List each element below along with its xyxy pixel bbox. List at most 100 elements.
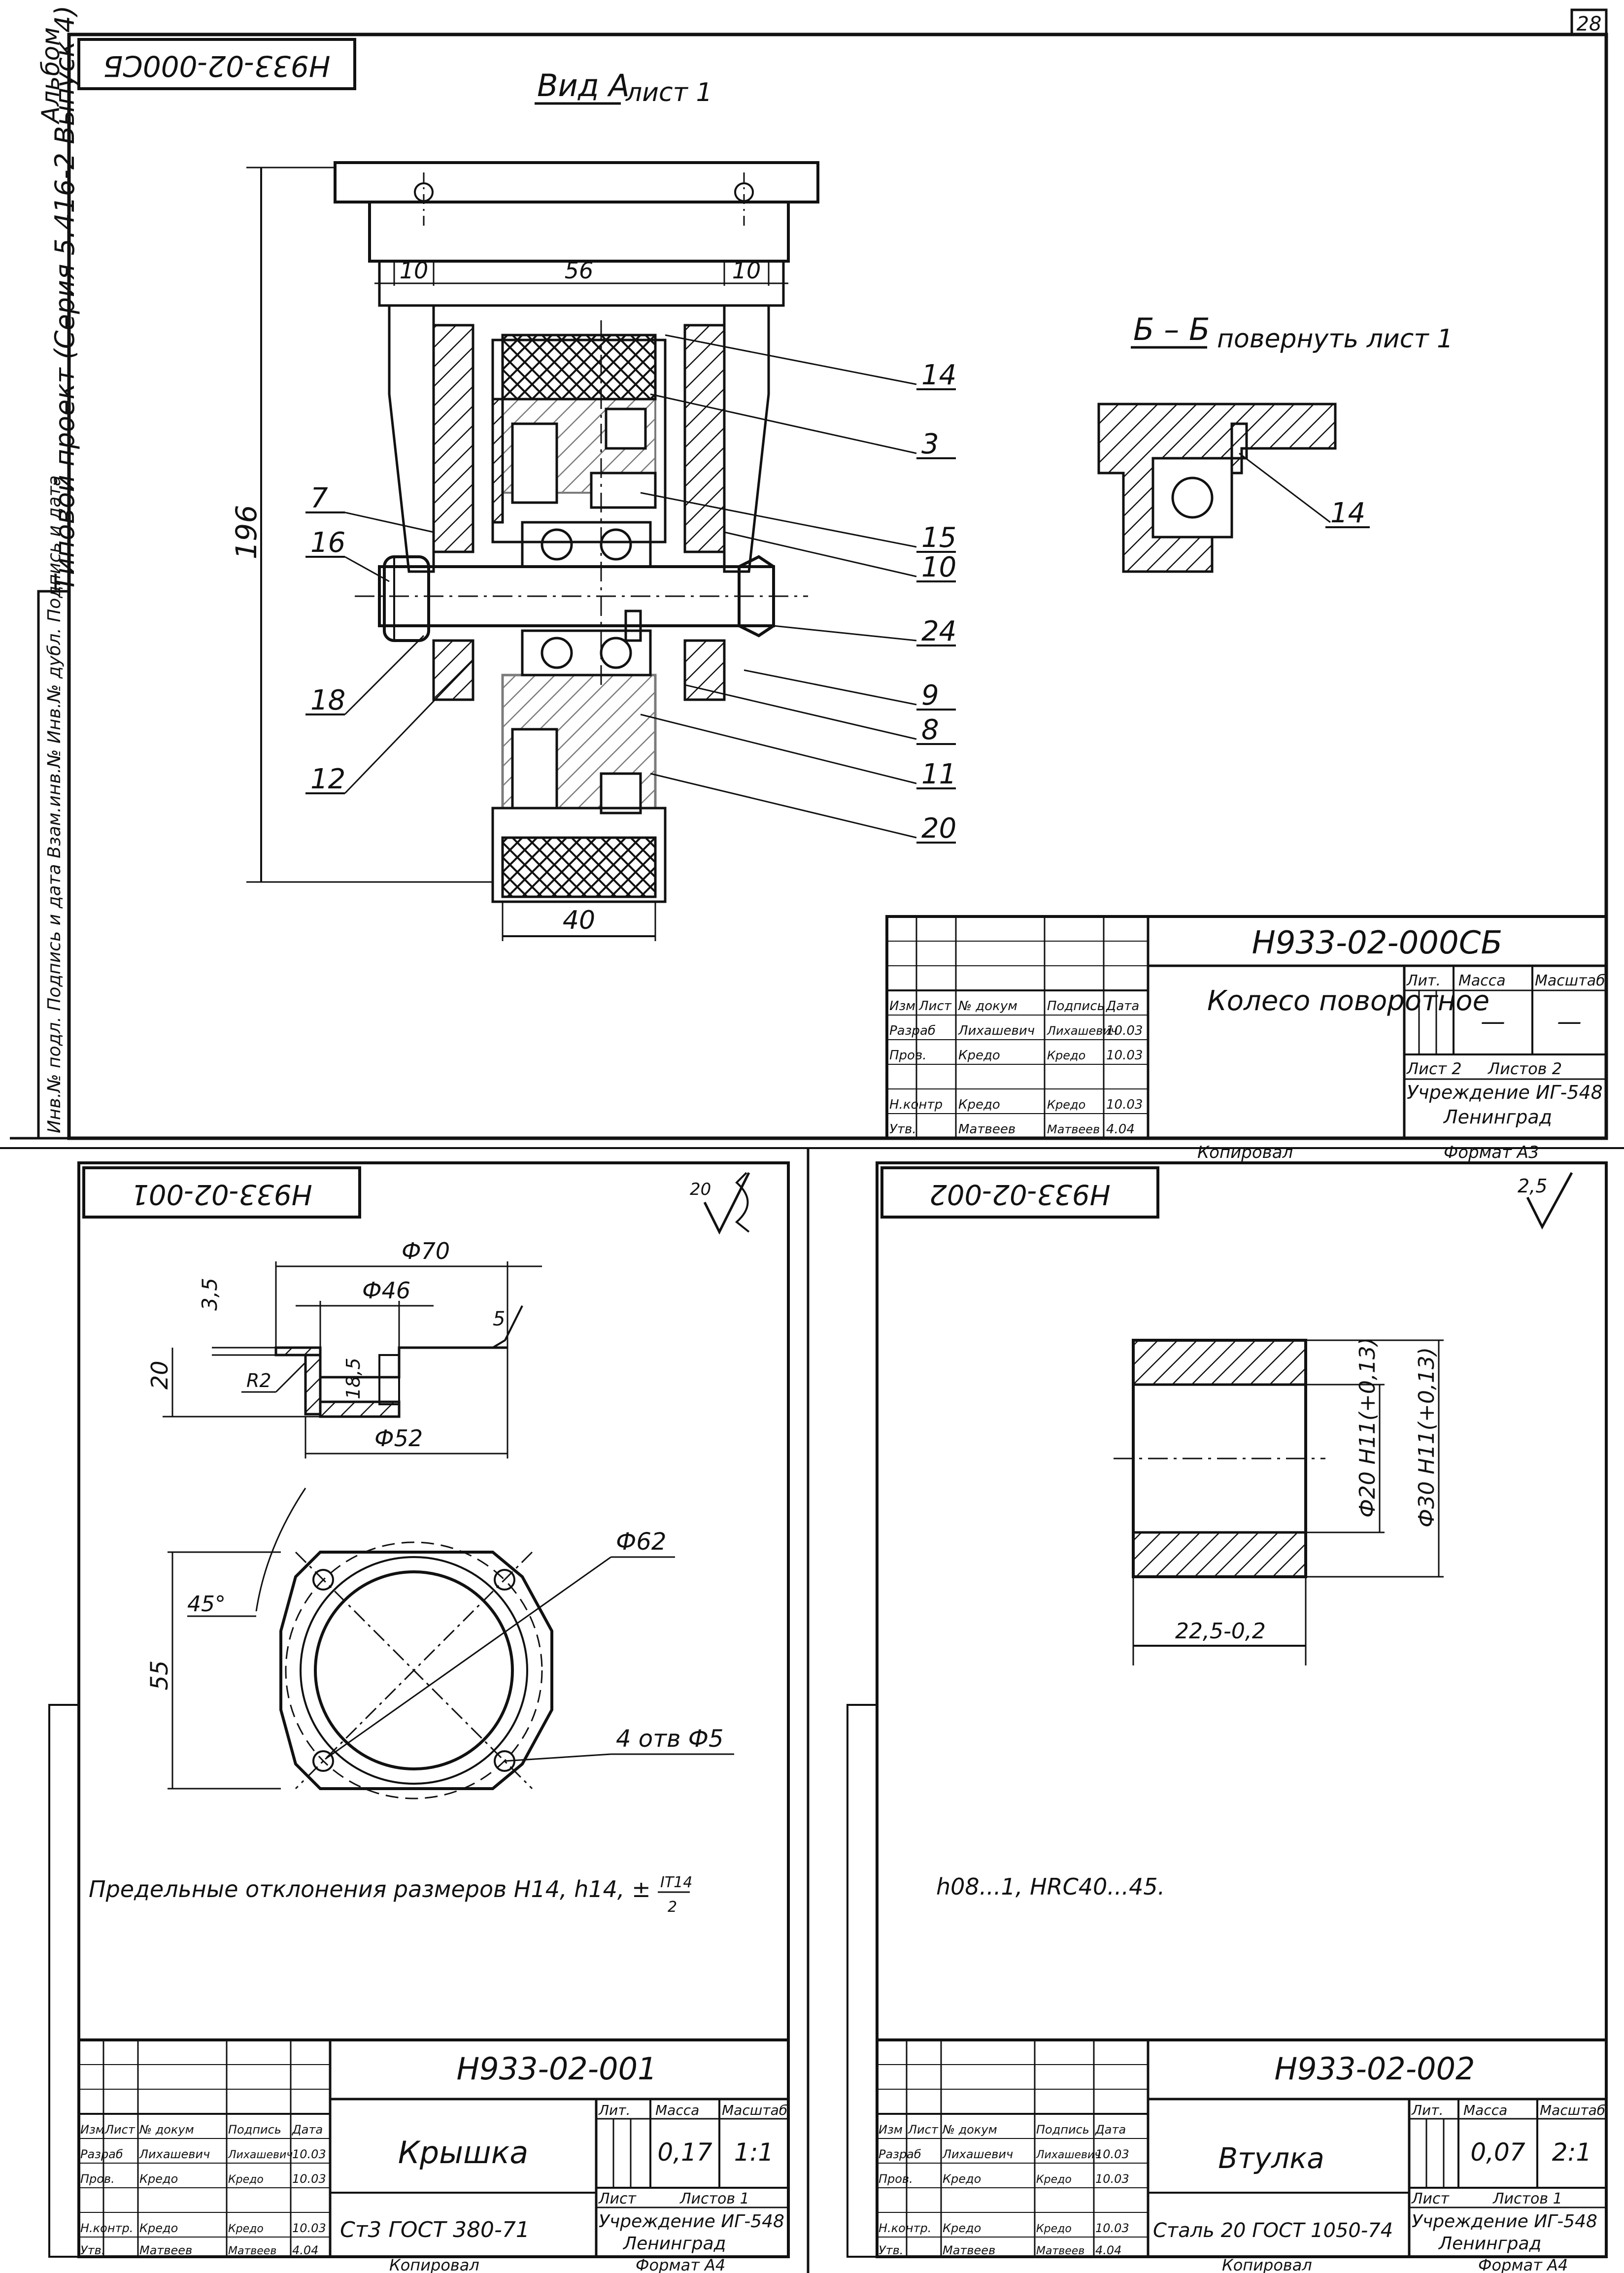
- right-sheet-frame: [876, 1161, 1608, 2258]
- left-note-den: 2: [668, 1899, 677, 1916]
- assembly-view: [334, 161, 819, 903]
- left-row-1-date: 10.03: [292, 2172, 326, 2186]
- left-city: Ленинград: [622, 2234, 726, 2254]
- view-label: Вид А: [537, 68, 630, 103]
- left-material: Ст3 ГОСТ 380-71: [340, 2217, 530, 2242]
- right-header-2: № докум: [942, 2123, 997, 2137]
- right-inventory-strip: [846, 1704, 878, 2258]
- top-header-0: Изм: [889, 999, 915, 1014]
- top-title-block: Н933-02-000СБ Колесо поворотное Изм Лист…: [885, 915, 1608, 1162]
- top-header-4: Дата: [1106, 999, 1139, 1014]
- right-scale-label: Масштаб: [1540, 2102, 1605, 2118]
- right-row-3-role: Утв.: [879, 2243, 903, 2257]
- right-sheets-label: Листов 1: [1492, 2190, 1562, 2207]
- right-row-3-name: Матвеев: [943, 2243, 995, 2257]
- callout-right-3: 15: [921, 522, 956, 554]
- left-row-2-date: 10.03: [292, 2221, 326, 2235]
- left-row-3-name: Матвеев: [139, 2243, 192, 2257]
- section-b-b: Б – Б повернуть лист 1 14: [1097, 311, 1453, 573]
- right-sheet: Н933-02-002 2,5 Ф20 H11(+0,13) Ф30 H11(+…: [846, 1161, 1608, 2273]
- callout-left-3: 18: [310, 684, 345, 716]
- top-row-3-role: Утв.: [889, 1122, 916, 1137]
- left-row-0-role: Разраб: [80, 2147, 123, 2161]
- right-row-3-sign: Матвеев: [1036, 2245, 1084, 2257]
- right-row-1-sign: Кредо: [1036, 2173, 1072, 2186]
- top-header-1: Лист: [918, 999, 952, 1014]
- top-row-1-name: Кредо: [958, 1048, 1000, 1063]
- dim-top-left: 10: [400, 257, 429, 284]
- right-row-2-role: Н.контр.: [879, 2221, 931, 2235]
- left-row-0-sign: Лихашевич: [228, 2149, 293, 2161]
- callout-right-9: 20: [921, 813, 956, 845]
- left-row-0-name: Лихашевич: [139, 2147, 210, 2161]
- dim-d62: Ф62: [616, 1528, 666, 1556]
- dim-top-mid: 56: [565, 257, 594, 284]
- left-corner-box: [82, 1166, 361, 1219]
- left-row-2-role: Н.контр.: [80, 2221, 133, 2235]
- top-mass-value: —: [1481, 1007, 1505, 1036]
- top-name: Колесо поворотное: [1207, 985, 1489, 1017]
- right-header-4: Дата: [1095, 2123, 1126, 2137]
- top-city: Ленинград: [1443, 1106, 1552, 1128]
- cover-section: Ф70 Ф46 Ф52 3,5 20 R2 18,5 5: [146, 1238, 542, 1459]
- bushing-view: Ф20 H11(+0,13) Ф30 H11(+0,13) 22,5-0,2: [1114, 1337, 1444, 1665]
- top-row-0-sign: Лихашевич: [1047, 1024, 1117, 1038]
- page-number: 28: [1577, 13, 1602, 35]
- dim-d46: Ф46: [362, 1277, 410, 1304]
- dim-top-right: 10: [732, 257, 761, 284]
- dim-h55: 55: [146, 1660, 173, 1690]
- left-row-1-role: Пров.: [80, 2172, 115, 2186]
- top-row-1-role: Пров.: [889, 1048, 927, 1063]
- dim-h20: 20: [146, 1360, 173, 1390]
- corner-code: Н933-02-000СБ: [103, 49, 331, 83]
- top-sheet: Инв.№ подл. Подпись и дата Взам.инв.№ Ин…: [10, 5, 1608, 1162]
- top-sheet-frame: [67, 33, 1608, 1140]
- right-mass-value: 0,07: [1470, 2138, 1525, 2167]
- right-row-1-name: Кредо: [943, 2172, 981, 2186]
- callout-left-1: 7: [310, 482, 328, 514]
- inventory-strip-text: Инв.№ подл. Подпись и дата Взам.инв.№ Ин…: [44, 475, 65, 1133]
- left-format: Формат А4: [636, 2256, 725, 2273]
- right-designation: Н933-02-002: [1275, 2051, 1475, 2087]
- callouts-right: 14 3 15 10 24 9 8 11 20: [640, 334, 956, 845]
- top-row-3-sign: Матвеев: [1047, 1122, 1100, 1136]
- top-row-0-date: 10.03: [1106, 1023, 1143, 1038]
- left-row-3-sign: Матвеев: [228, 2245, 276, 2257]
- callout-left-2: 16: [310, 527, 345, 559]
- project-text: Типовой проект (Серия 5.416-2 Выпуск 4): [49, 5, 80, 591]
- right-header-1: Лист: [908, 2123, 939, 2137]
- left-roughness: 20: [690, 1180, 711, 1199]
- inventory-strip: [37, 590, 70, 1140]
- callouts-left: 7 16 18 12: [305, 482, 474, 795]
- left-copied: Копировал: [389, 2256, 479, 2273]
- callout-right-6: 9: [921, 679, 939, 712]
- corner-code-box: [77, 38, 356, 90]
- right-row-0-date: 10.03: [1095, 2147, 1129, 2161]
- dim-angle: 45°: [187, 1592, 226, 1617]
- dim-bottom: 40: [563, 906, 595, 935]
- left-row-1-sign: Кредо: [228, 2173, 264, 2186]
- top-scale-value: —: [1557, 1007, 1582, 1036]
- left-header-2: № докум: [138, 2123, 194, 2137]
- top-sheets-label: Листов 2: [1488, 1059, 1562, 1078]
- dim-holes: 4 отв Ф5: [616, 1725, 724, 1753]
- left-inventory-strip: [48, 1704, 80, 2258]
- dim-d52: Ф52: [374, 1425, 423, 1452]
- top-format: Формат А3: [1444, 1143, 1539, 1162]
- dim-h185: 18,5: [342, 1357, 364, 1399]
- top-sheet-label: Лист 2: [1406, 1059, 1462, 1078]
- right-row-2-date: 10.03: [1095, 2221, 1129, 2235]
- right-scale-value: 2:1: [1552, 2138, 1591, 2167]
- dim-length: 22,5-0,2: [1175, 1619, 1266, 1644]
- top-row-2-name: Кредо: [958, 1097, 1000, 1112]
- left-title-block: Н933-02-001 Крышка Ст3 ГОСТ 380-71 Изм Л…: [77, 2038, 790, 2273]
- left-org: Учреждение ИГ-548: [599, 2211, 784, 2232]
- right-row-1-date: 10.03: [1095, 2172, 1129, 2186]
- top-row-1-date: 10.03: [1106, 1048, 1143, 1063]
- left-corner-code: Н933-02-001: [131, 1178, 312, 1210]
- right-name: Втулка: [1218, 2141, 1324, 2175]
- left-lit-label: Лит.: [598, 2102, 630, 2118]
- left-sheet-frame: [77, 1161, 790, 2258]
- top-header-3: Подпись: [1047, 999, 1105, 1014]
